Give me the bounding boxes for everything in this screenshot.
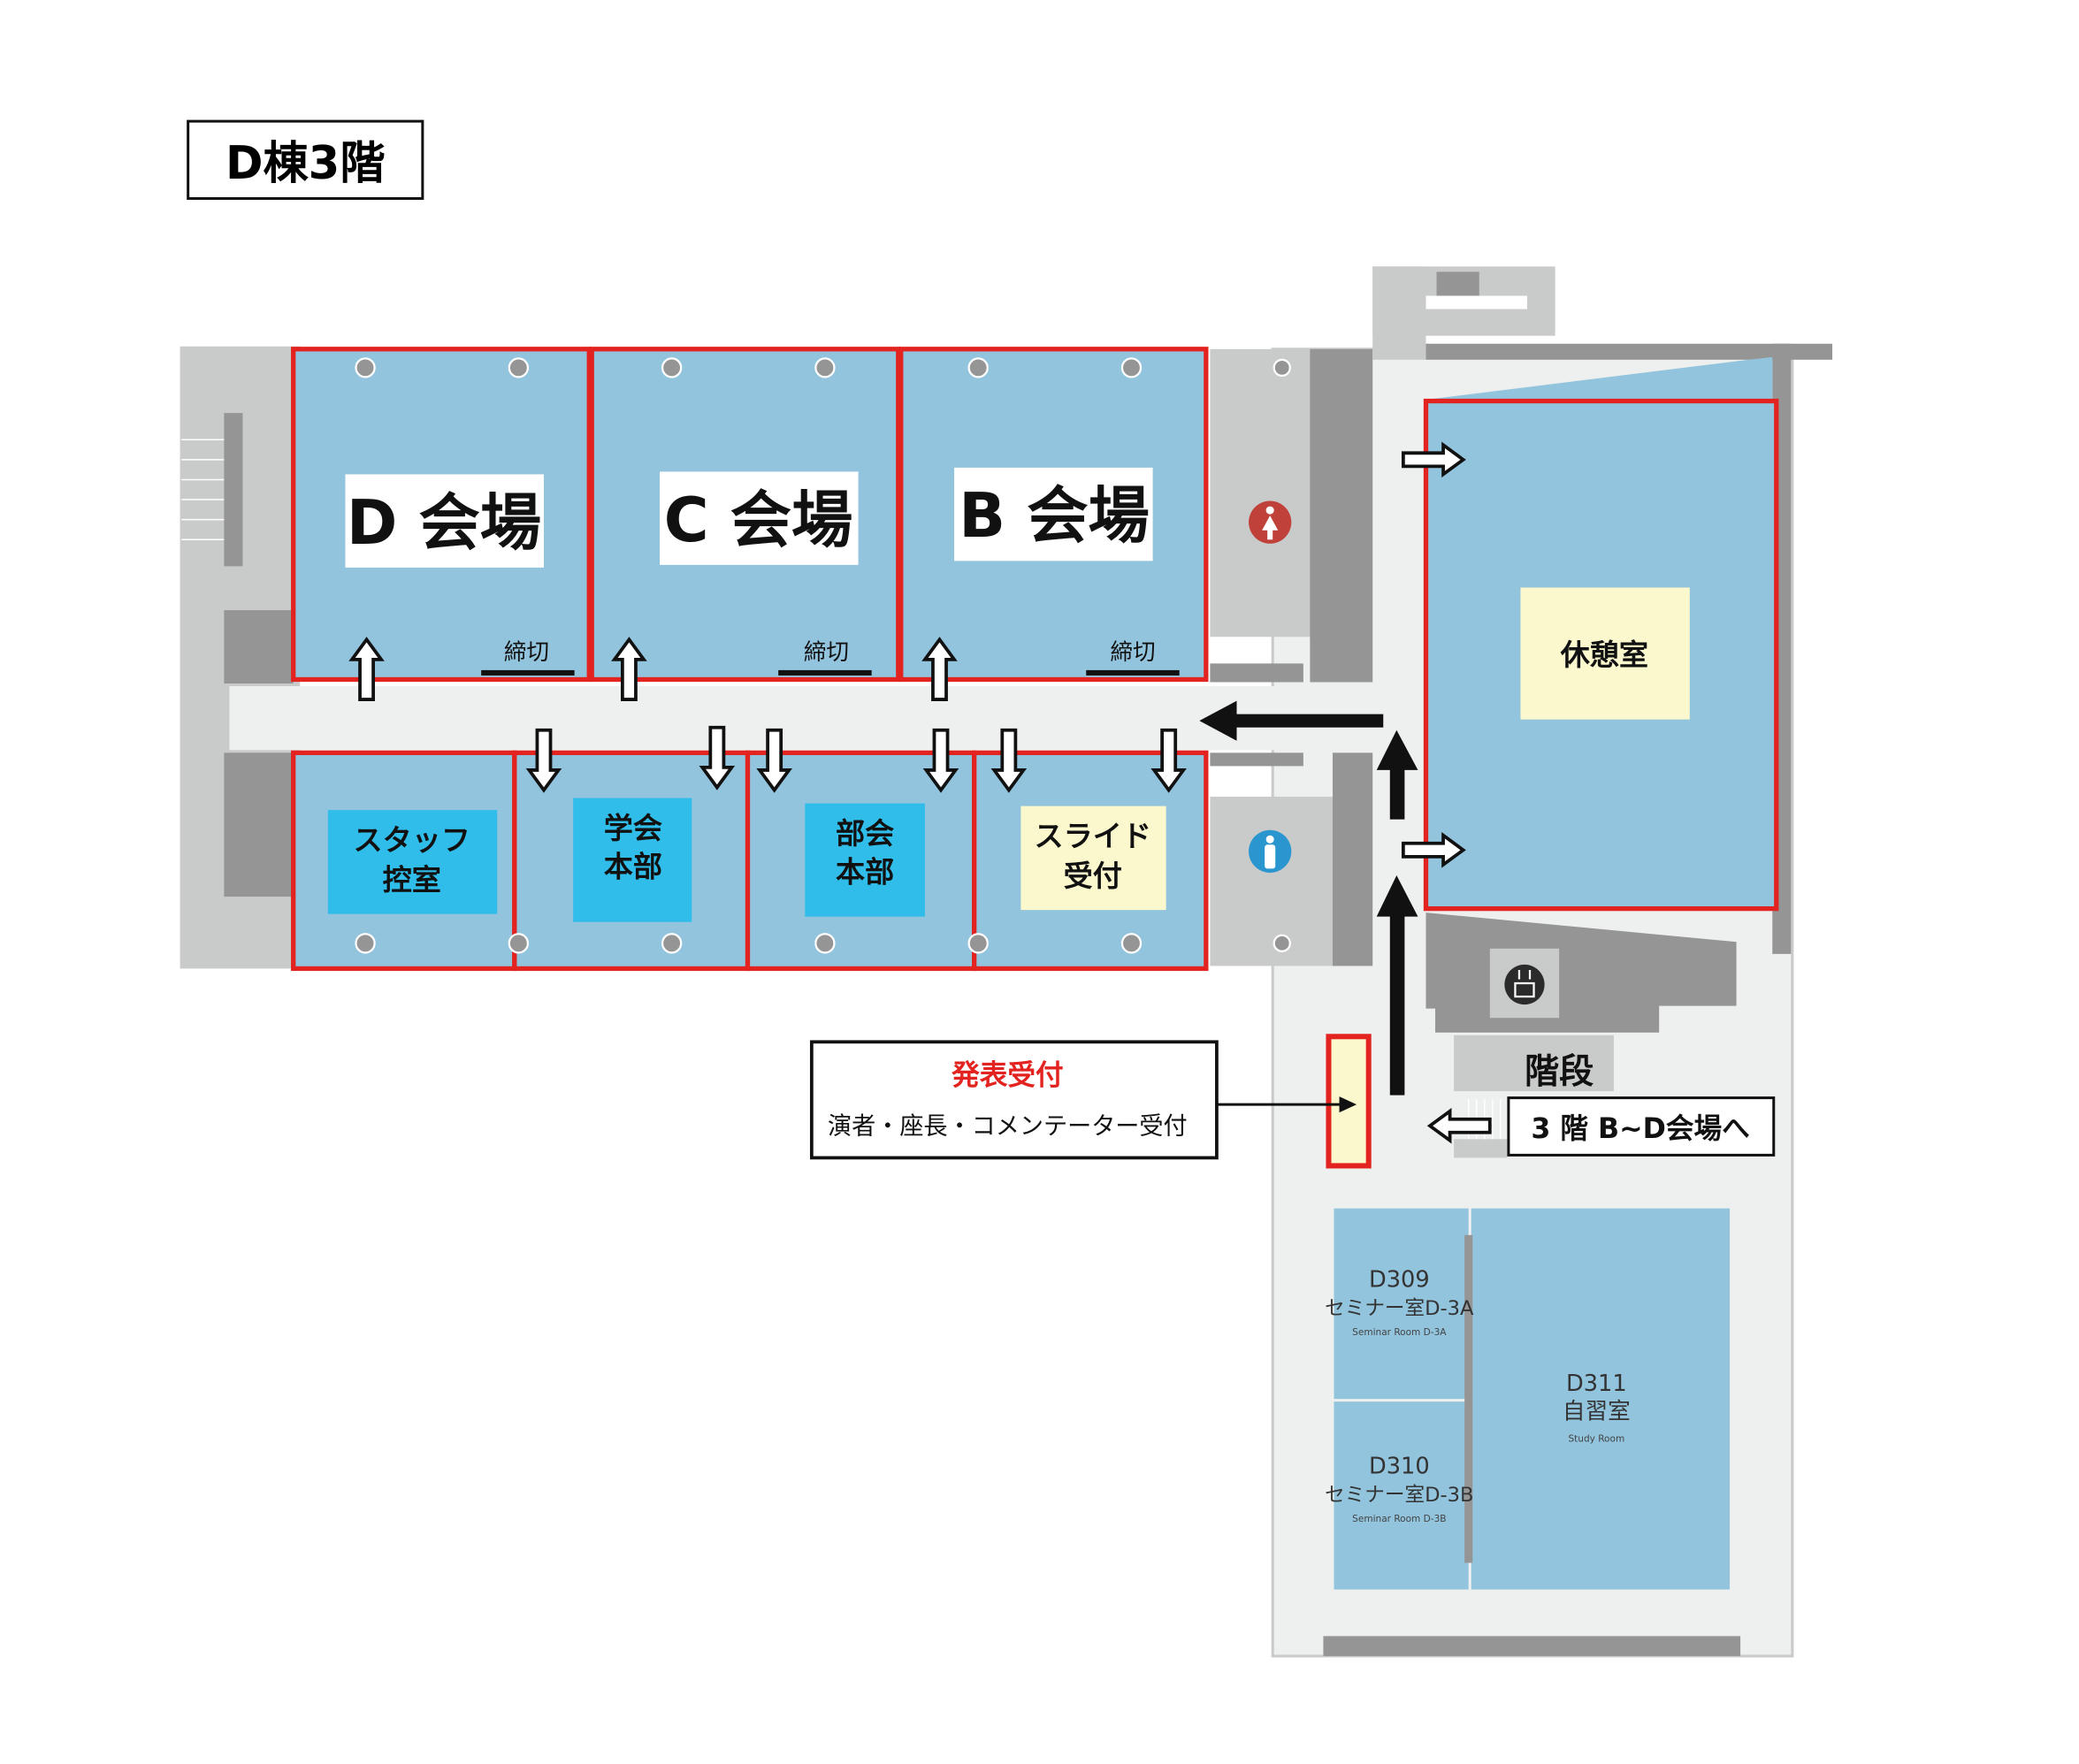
elevator-icon <box>1504 964 1545 1005</box>
hall-d-deadline: 締切 <box>504 639 549 666</box>
floor-title-text: D棟3階 <box>225 137 386 190</box>
slide-reception-label-1: スライド <box>1035 819 1152 853</box>
d310-name: セミナー室D-3B <box>1325 1484 1473 1507</box>
society-hq-label-2: 本部 <box>604 849 662 883</box>
stairs-sign-text: 3 階 B~D会場へ <box>1531 1113 1749 1145</box>
route-arrow-up-icon <box>1376 729 1418 820</box>
columns <box>355 357 1143 378</box>
stairs-label: 階段 <box>1525 1052 1594 1092</box>
callout-pointer-icon <box>1339 1096 1357 1113</box>
stairs-sign: 3 階 B~D会場へ <box>1507 1096 1776 1157</box>
columns-lower <box>355 933 1143 954</box>
staff-room-label-2: 控室 <box>383 863 441 897</box>
d311-number: D311 <box>1566 1371 1627 1397</box>
seminar-room-d309-labels: D309 セミナー室D-3A Seminar Room D-3A <box>1325 1267 1474 1338</box>
hall-b[interactable]: B 会場 締切 <box>898 347 1209 683</box>
hall-c[interactable]: C 会場 締切 <box>589 347 901 683</box>
study-room-d311[interactable]: D311 自習室 Study Room <box>1464 1208 1731 1590</box>
d310-number: D310 <box>1369 1454 1430 1480</box>
d309-number: D309 <box>1369 1267 1430 1294</box>
hall-d-label: D 会場 <box>347 488 541 559</box>
reception-callout: 発表受付 演者・座長・コメンテーター受付 <box>809 1040 1357 1160</box>
route-arrow-up-icon <box>1376 874 1418 1096</box>
reception-callout-subtitle: 演者・座長・コメンテーター受付 <box>828 1112 1188 1140</box>
d309-english: Seminar Room D-3A <box>1352 1327 1447 1338</box>
d310-english: Seminar Room D-3B <box>1352 1514 1446 1524</box>
slide-reception-label-2: 受付 <box>1064 859 1122 893</box>
seminar-room-d310-labels: D310 セミナー室D-3B Seminar Room D-3B <box>1325 1454 1473 1524</box>
section-hq-label-1: 部会 <box>836 816 894 851</box>
floor-title: D棟3階 <box>187 119 424 201</box>
route-arrow-left-icon <box>1199 700 1384 741</box>
staff-room[interactable]: スタッフ 控室 <box>291 750 517 972</box>
section-hq-label-2: 本部 <box>836 855 894 890</box>
d311-name: 自習室 <box>1563 1399 1631 1425</box>
hall-b-label: B 会場 <box>959 481 1150 552</box>
society-hq-label-1: 学会 <box>604 811 662 845</box>
hall-c-deadline: 締切 <box>804 639 849 666</box>
route-arrows <box>1199 700 1418 1096</box>
reception-callout-title: 発表受付 <box>951 1060 1064 1092</box>
lounge-label: 休憩室 <box>1560 638 1648 672</box>
staff-room-label-1: スタッフ <box>354 822 471 857</box>
male-restroom-icon <box>1249 829 1292 873</box>
seminar-room-d309[interactable] <box>1334 1208 1469 1400</box>
hall-d[interactable]: D 会場 締切 <box>291 347 592 683</box>
d309-name: セミナー室D-3A <box>1325 1297 1474 1320</box>
hall-b-deadline: 締切 <box>1110 639 1155 666</box>
hall-c-label: C 会場 <box>664 485 853 556</box>
lounge-room[interactable]: 休憩室 <box>1423 356 1779 912</box>
d311-english: Study Room <box>1568 1433 1624 1444</box>
seminar-room-d310[interactable] <box>1334 1401 1469 1590</box>
female-restroom-icon <box>1249 500 1292 544</box>
section-hq-room[interactable]: 部会 本部 <box>745 750 977 972</box>
society-hq-room[interactable]: 学会 本部 <box>512 750 751 972</box>
